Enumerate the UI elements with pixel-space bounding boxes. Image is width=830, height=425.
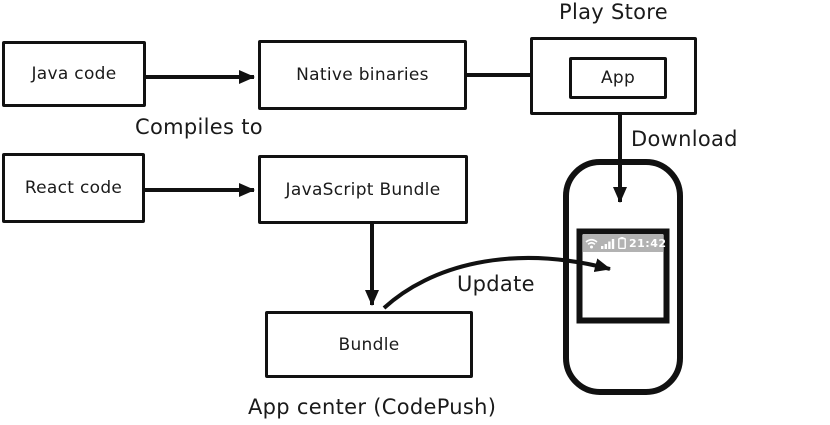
react-code-node: React code	[2, 153, 145, 223]
arrow-update	[382, 256, 611, 310]
react-code-label: React code	[24, 178, 123, 198]
battery-icon	[618, 237, 626, 249]
status-time: 21:42	[629, 236, 667, 250]
signal-icon	[601, 238, 615, 249]
update-label: Update	[457, 272, 535, 296]
native-binaries-node: Native binaries	[258, 40, 467, 110]
bundle-node: Bundle	[265, 311, 473, 378]
java-code-label: Java code	[31, 64, 117, 84]
phone-status-bar: 21:42	[583, 234, 666, 252]
js-bundle-node: JavaScript Bundle	[258, 155, 468, 224]
download-label: Download	[631, 127, 738, 151]
bundle-label: Bundle	[338, 334, 400, 355]
wifi-icon	[585, 238, 598, 248]
app-center-label: App center (CodePush)	[248, 395, 497, 419]
compiles-to-label: Compiles to	[135, 115, 263, 139]
play-store-title: Play Store	[559, 0, 668, 24]
native-binaries-label: Native binaries	[296, 65, 429, 85]
java-code-node: Java code	[2, 41, 146, 107]
js-bundle-label: JavaScript Bundle	[285, 179, 441, 200]
app-node-label: App	[600, 68, 636, 88]
app-node: App	[569, 57, 667, 99]
